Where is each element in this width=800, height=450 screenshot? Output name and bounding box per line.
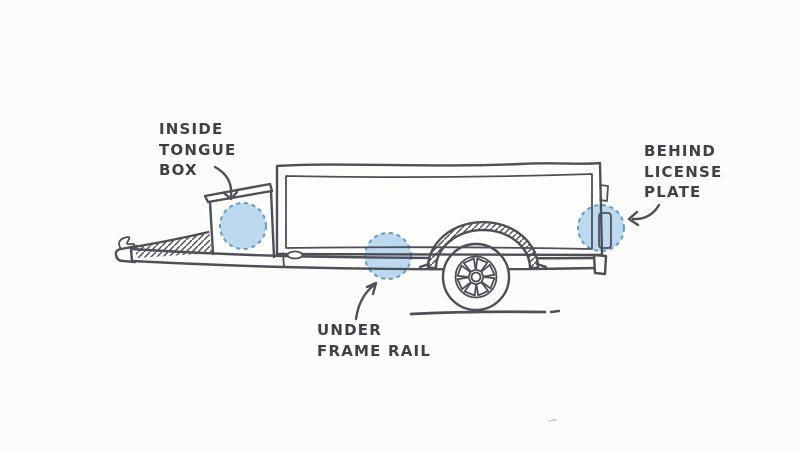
tongue-beam-top-edge bbox=[132, 229, 215, 249]
coupler-body bbox=[114, 244, 139, 264]
wheel-hub bbox=[470, 271, 482, 283]
cargo-box-inner bbox=[285, 173, 593, 250]
label-behind-license-plate: BEHIND LICENSE PLATE bbox=[644, 142, 723, 201]
ground-line bbox=[409, 310, 547, 316]
wheel-spoke bbox=[463, 281, 477, 297]
frame-rail-bottom-line bbox=[130, 259, 600, 271]
wheel-spoke bbox=[480, 276, 496, 290]
frame-rail-left-cap bbox=[129, 247, 134, 263]
frame-rail-step bbox=[282, 252, 285, 268]
wheel-spoke bbox=[456, 264, 472, 278]
tongue-box-arrowhead bbox=[222, 190, 239, 201]
fender-band-hatch bbox=[428, 222, 538, 268]
wheel-spokes bbox=[456, 257, 496, 297]
frame-rail-arrow bbox=[354, 283, 376, 321]
stray-mark bbox=[548, 419, 557, 422]
tongue-box-sides bbox=[208, 189, 276, 259]
wheel-spoke bbox=[456, 276, 472, 291]
cargo-box-fill bbox=[277, 163, 602, 255]
highlight-inside-tongue-box bbox=[219, 202, 267, 250]
wheel bbox=[441, 242, 511, 312]
license-plate-arrowhead bbox=[627, 210, 640, 227]
hitch-coupler bbox=[114, 236, 139, 264]
marker-light bbox=[286, 250, 304, 260]
fender-band-outline bbox=[426, 220, 540, 270]
wheel-spoke bbox=[480, 263, 496, 278]
frame-rail-arrowhead bbox=[365, 281, 378, 296]
wheel-spoke bbox=[462, 257, 477, 273]
label-under-frame-rail: UNDER FRAME RAIL bbox=[317, 321, 432, 360]
cargo-box bbox=[275, 161, 604, 260]
highlight-under-frame-rail bbox=[364, 232, 412, 280]
label-inside-tongue-box: INSIDE TONGUE BOX bbox=[159, 120, 237, 179]
tongue-box bbox=[203, 182, 276, 259]
rear-foot-bracket bbox=[592, 253, 608, 276]
trailer-rear bbox=[592, 184, 612, 276]
fender-flanges bbox=[418, 262, 548, 269]
coupler-latch bbox=[118, 236, 136, 250]
ground-dash bbox=[549, 309, 561, 314]
tongue-box-arrow bbox=[213, 165, 233, 198]
annotation-arrows bbox=[213, 165, 661, 321]
license-plate bbox=[598, 212, 612, 249]
wheel-spoke bbox=[475, 281, 490, 297]
license-plate-arrow bbox=[631, 203, 661, 221]
wheel-spoke bbox=[475, 257, 489, 273]
cargo-box-outer bbox=[275, 161, 604, 257]
tail-light-tab bbox=[599, 184, 609, 202]
